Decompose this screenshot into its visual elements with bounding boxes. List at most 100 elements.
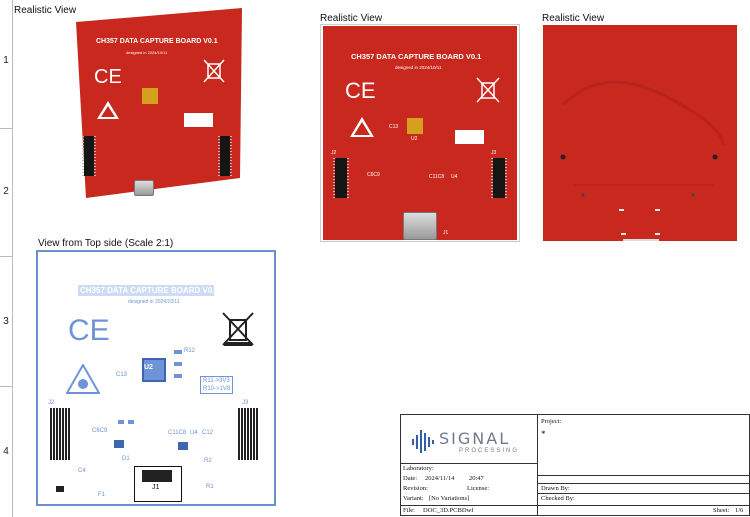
- jumper-line-1: R11->3V3: [203, 378, 230, 384]
- jumper-box: R11->3V3 R10->1V8: [200, 376, 234, 394]
- ce-mark: CE: [94, 66, 122, 88]
- mcu-chip: [142, 358, 166, 382]
- board-title-bg: [78, 285, 214, 296]
- file-label: File:: [403, 507, 415, 514]
- jumper-line-2: R10->1V8: [203, 386, 231, 392]
- project-value: *: [541, 429, 546, 439]
- weee-bin-icon: [476, 77, 500, 103]
- refdes-c4: C4: [78, 468, 86, 474]
- ce-mark: CE: [345, 78, 376, 103]
- refdes-u2: U2: [144, 364, 153, 371]
- signal-logo-icon: [412, 430, 434, 453]
- connector-j2: [50, 408, 70, 460]
- row-divider: [0, 128, 12, 129]
- refdes-d1: D1: [122, 456, 130, 462]
- capacitor: [174, 362, 182, 366]
- connector-j3: [218, 136, 232, 176]
- file-value: DOC_3D.PCBDwf: [423, 507, 474, 514]
- refdes-r1: R1: [206, 484, 214, 490]
- resistor-r12: [174, 350, 182, 354]
- usb-c-connector: [403, 212, 437, 240]
- pcb-realistic-front: CH357 DATA CAPTURE BOARD V0.1 designed i…: [323, 26, 517, 240]
- refdes-c12: C12: [202, 430, 214, 436]
- view-title-top: View from Top side (Scale 2:1): [38, 238, 174, 249]
- refdes-j3: J3: [242, 400, 249, 406]
- date-label: Date:: [403, 475, 418, 482]
- jumper-box: R11->3V3 R10->1V8: [455, 130, 484, 144]
- refdes-c13: C13: [116, 372, 128, 378]
- ic-u4: [178, 442, 188, 450]
- board-title-text: CH357 DATA CAPTURE BOARD V0.1: [80, 286, 219, 295]
- refdes-j1: J1: [152, 484, 160, 491]
- refdes-c6c9: C6C9: [92, 428, 108, 434]
- connector-j3: [238, 408, 258, 460]
- bottom-traces: [560, 80, 725, 197]
- board-designed-text: designed in 2024/10/11: [395, 65, 442, 70]
- logo-subtitle: PROCESSING: [459, 448, 520, 454]
- title-block: SIGNAL PROCESSING Laboratory: Date: 2024…: [400, 414, 750, 516]
- view-title-realistic-2: Realistic View: [320, 13, 383, 24]
- esd-warning-icon: [350, 117, 374, 137]
- time-value: 20:47: [469, 475, 484, 482]
- bottom-pad: [655, 209, 660, 211]
- checked-by-label: Checked By:: [541, 495, 575, 502]
- bottom-pad: [619, 209, 624, 211]
- view-title-realistic-3: Realistic View: [542, 13, 605, 24]
- capacitor: [118, 420, 124, 424]
- refdes-u4: U4: [451, 174, 458, 180]
- refdes-j2: J2: [331, 150, 337, 156]
- row-divider: [0, 386, 12, 387]
- laboratory-label: Laboratory:: [403, 465, 434, 472]
- capacitor: [128, 420, 134, 424]
- refdes-u2: U2: [411, 136, 418, 142]
- view-title-realistic-1: Realistic View: [14, 5, 77, 16]
- ce-mark: CE: [68, 314, 110, 347]
- row-label-4: 4: [3, 446, 9, 457]
- refdes-c11c8: C11C8: [429, 174, 445, 180]
- board-designed-text: designed in 2024/10/11: [128, 299, 180, 305]
- jumper-line-2: R10->1V8: [187, 120, 210, 126]
- board-title-text: CH357 DATA CAPTURE BOARD V0.1: [351, 52, 482, 61]
- connector-j2: [333, 158, 349, 198]
- mcu-chip: [142, 88, 158, 104]
- bottom-pad: [621, 233, 626, 235]
- usb-edge: [623, 239, 659, 241]
- refdes-r2: R2: [204, 458, 212, 464]
- row-label-3: 3: [3, 316, 9, 327]
- margin-rule: [12, 0, 13, 517]
- pcb-perspective-view: CH357 DATA CAPTURE BOARD V0.1 designed i…: [74, 8, 244, 198]
- weee-bin-icon: [222, 312, 254, 346]
- row-label-1: 1: [3, 55, 9, 66]
- top-view-frame: CH357 DATA CAPTURE BOARD V0.1 designed i…: [36, 250, 276, 506]
- refdes-j2: J2: [48, 400, 55, 406]
- usb-c-connector: [134, 180, 154, 196]
- row-label-2: 2: [3, 186, 9, 197]
- jumper-box: R11->3V3 R10->1V8: [184, 113, 213, 127]
- project-label: Project:: [541, 418, 562, 425]
- connector-j3: [491, 158, 507, 198]
- esd-warning-icon: [97, 101, 119, 119]
- capacitor: [174, 374, 182, 378]
- refdes-c11c8: C11C8: [168, 430, 187, 436]
- jumper-line-1: R11->3V3: [458, 131, 481, 137]
- ic-u3: [114, 440, 124, 448]
- logo-wordmark: SIGNAL: [439, 429, 511, 448]
- jumper-line-1: R11->3V3: [187, 114, 210, 120]
- revision-label: Revision:: [403, 485, 428, 492]
- date-value: 2024/11/14: [425, 475, 455, 482]
- bottom-pad: [655, 233, 660, 235]
- license-label: License:: [467, 485, 490, 492]
- small-part: [56, 486, 64, 492]
- sheet-label: Sheet:: [713, 507, 730, 514]
- sheet-value: 1/6: [735, 507, 744, 514]
- variant-value: [No Variations]: [429, 495, 470, 502]
- row-divider: [0, 256, 12, 257]
- board-title-text: CH357 DATA CAPTURE BOARD V0.1: [96, 38, 218, 45]
- refdes-j3: J3: [491, 150, 497, 156]
- pcb-perspective-shape: [76, 8, 242, 198]
- refdes-u4: U4: [190, 430, 198, 436]
- refdes-f1: F1: [98, 492, 106, 498]
- refdes-c6c9: C6C9: [367, 172, 380, 178]
- mcu-chip: [407, 118, 423, 134]
- variant-label: Variant:: [403, 495, 424, 502]
